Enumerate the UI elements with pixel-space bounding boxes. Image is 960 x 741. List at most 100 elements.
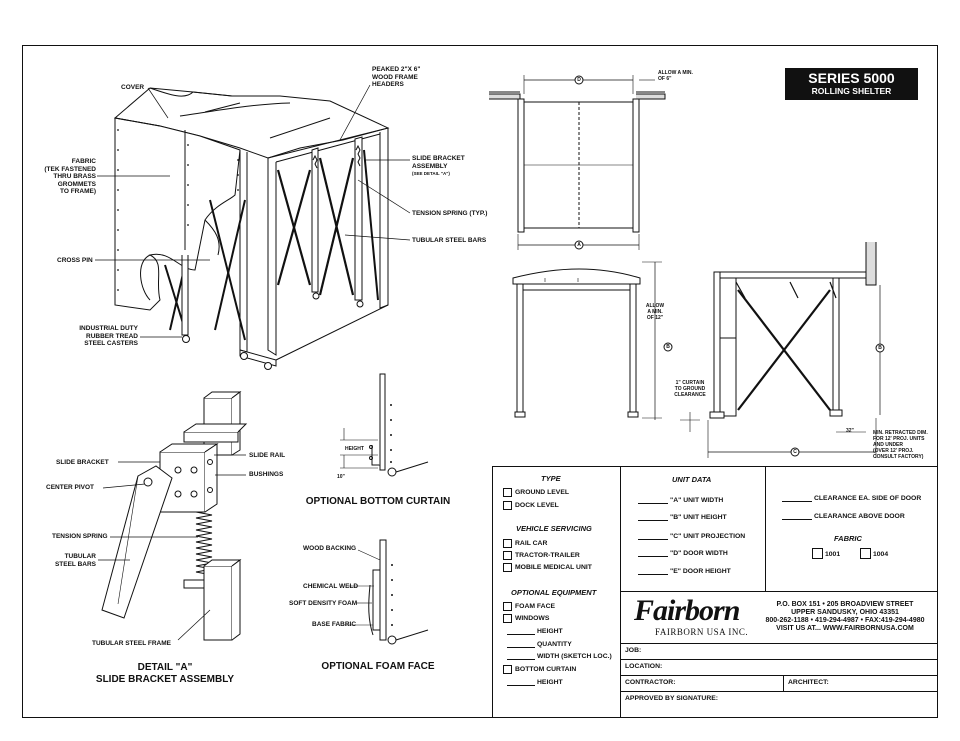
label-chemical-weld: CHEMICAL WELD xyxy=(303,583,359,590)
bottom-curtain-label: BOTTOM CURTAIN xyxy=(515,666,577,673)
label-casters: INDUSTRIAL DUTY RUBBER TREAD STEEL CASTE… xyxy=(79,325,138,347)
vehicle-heading: VEHICLE SERVICING xyxy=(516,524,592,533)
label-base-fabric: BASE FABRIC xyxy=(312,621,357,628)
label-tubular-steel-bars: TUBULAR STEEL BARS xyxy=(412,237,487,244)
form-row-line-4 xyxy=(620,691,938,692)
label-dim-32: 32" xyxy=(846,428,854,434)
clearance-side-label: CLEARANCE EA. SIDE OF DOOR xyxy=(814,495,922,502)
window-height-field[interactable] xyxy=(507,634,535,635)
unit-projection-field[interactable] xyxy=(638,539,668,540)
door-height-field[interactable] xyxy=(638,574,668,575)
caption-bottom-curtain: OPTIONAL BOTTOM CURTAIN xyxy=(305,496,451,507)
unit-data-heading: UNIT DATA xyxy=(672,475,712,484)
label-wood-backing: WOOD BACKING xyxy=(303,545,357,552)
unit-height-field[interactable] xyxy=(638,520,668,521)
front-elevation-view xyxy=(512,261,700,432)
fabric-1004-checkbox[interactable] xyxy=(860,548,871,559)
dim-a-marker: A xyxy=(577,242,581,248)
detail-a-drawing xyxy=(98,391,248,641)
door-height-label: "E" DOOR HEIGHT xyxy=(670,568,731,575)
rail-car-label: RAIL CAR xyxy=(515,540,548,547)
window-quantity-label: QUANTITY xyxy=(537,641,572,648)
label-see-detail: (SEE DETAIL "A") xyxy=(412,171,450,176)
dock-level-checkbox[interactable] xyxy=(503,501,512,510)
contractor-field-label: CONTRACTOR: xyxy=(625,679,676,686)
drawing-sheet-border xyxy=(22,45,938,718)
foam-face-drawing xyxy=(345,539,429,645)
label-dim-10: 10" xyxy=(337,474,345,480)
rail-car-checkbox[interactable] xyxy=(503,539,512,548)
equipment-heading: OPTIONAL EQUIPMENT xyxy=(511,588,597,597)
windows-label: WINDOWS xyxy=(515,615,550,622)
ground-level-label: GROUND LEVEL xyxy=(515,489,570,496)
form-row-line-3 xyxy=(620,675,938,676)
address-line-3: 800-262-1188 • 419-294-4987 • FAX:419-29… xyxy=(765,617,925,624)
form-divider-architect xyxy=(783,675,784,691)
fabric-1004-label: 1004 xyxy=(873,551,889,558)
door-width-label: "D" DOOR WIDTH xyxy=(670,550,728,557)
job-field-label: JOB: xyxy=(625,647,642,654)
series-title-box: SERIES 5000 ROLLING SHELTER xyxy=(785,68,918,100)
bottom-curtain-drawing xyxy=(340,373,429,477)
address-line-4: VISIT US AT... WWW.FAIRBORNUSA.COM xyxy=(776,625,914,632)
window-quantity-field[interactable] xyxy=(507,647,535,648)
mobile-medical-checkbox[interactable] xyxy=(503,563,512,572)
window-width-field[interactable] xyxy=(507,659,535,660)
form-divider-1 xyxy=(620,466,621,718)
window-height-label: HEIGHT xyxy=(537,628,563,635)
label-curtain-height: HEIGHT xyxy=(345,446,364,452)
bottom-curtain-checkbox[interactable] xyxy=(503,665,512,674)
form-divider-2 xyxy=(765,466,766,591)
caption-detail-a: DETAIL "A" SLIDE BRACKET ASSEMBLY xyxy=(95,662,235,685)
label-tension-spring: TENSION SPRING xyxy=(52,533,108,540)
architect-field-label: ARCHITECT: xyxy=(788,679,829,686)
label-slide-rail: SLIDE RAIL xyxy=(249,452,286,459)
label-tension-spring-typ: TENSION SPRING (TYP.) xyxy=(412,210,488,217)
windows-checkbox[interactable] xyxy=(503,614,512,623)
label-slide-bracket-assembly: SLIDE BRACKET ASSEMBLY xyxy=(412,155,465,170)
dim-b-marker-front: B xyxy=(666,344,670,350)
dim-d-marker: D xyxy=(577,77,581,83)
label-bushings: BUSHINGS xyxy=(249,471,284,478)
clearance-above-label: CLEARANCE ABOVE DOOR xyxy=(814,513,905,520)
label-tubular-bars: TUBULAR STEEL BARS xyxy=(54,553,96,568)
ground-level-checkbox[interactable] xyxy=(503,488,512,497)
unit-height-label: "B" UNIT HEIGHT xyxy=(670,514,727,521)
caption-foam-face: OPTIONAL FOAM FACE xyxy=(321,661,435,672)
window-width-label: WIDTH (SKETCH LOC.) xyxy=(537,653,612,660)
unit-projection-label: "C" UNIT PROJECTION xyxy=(670,533,746,540)
curtain-height-field[interactable] xyxy=(507,685,535,686)
dim-b-marker-side: B xyxy=(878,345,882,351)
tractor-trailer-checkbox[interactable] xyxy=(503,551,512,560)
label-allow-6: ALLOW A MIN. OF 6" xyxy=(658,70,693,82)
shelter-isometric-view xyxy=(95,84,411,370)
clearance-side-field[interactable] xyxy=(782,501,812,502)
mobile-medical-label: MOBILE MEDICAL UNIT xyxy=(515,564,592,571)
foam-face-label: FOAM FACE xyxy=(515,603,556,610)
label-tubular-frame: TUBULAR STEEL FRAME xyxy=(92,640,171,647)
approved-field-label: APPROVED BY SIGNATURE: xyxy=(625,695,719,702)
label-soft-foam: SOFT DENSITY FOAM xyxy=(289,600,358,607)
curtain-height-label: HEIGHT xyxy=(537,679,563,686)
address-line-1: P.O. BOX 151 • 205 BROADVIEW STREET xyxy=(776,601,914,608)
label-allow-12: ALLOW A MIN. OF 12" xyxy=(645,303,665,321)
company-name: FAIRBORN USA INC. xyxy=(655,627,749,637)
door-width-field[interactable] xyxy=(638,556,668,557)
unit-width-label: "A" UNIT WIDTH xyxy=(670,497,724,504)
label-center-pivot: CENTER PIVOT xyxy=(46,484,95,491)
side-elevation-view xyxy=(707,242,885,458)
fabric-1001-checkbox[interactable] xyxy=(812,548,823,559)
form-divider-3 xyxy=(620,591,938,592)
fairborn-logo: Fairborn xyxy=(634,594,740,627)
fabric-heading: FABRIC xyxy=(834,534,862,543)
unit-width-field[interactable] xyxy=(638,503,668,504)
series-subtitle: ROLLING SHELTER xyxy=(811,86,892,96)
foam-face-checkbox[interactable] xyxy=(503,602,512,611)
series-title: SERIES 5000 xyxy=(808,70,895,86)
clearance-above-field[interactable] xyxy=(782,519,812,520)
plan-view xyxy=(489,75,666,250)
label-cross-pin: CROSS PIN xyxy=(57,257,93,264)
label-headers: PEAKED 2"X 6" WOOD FRAME HEADERS xyxy=(372,66,421,88)
location-field-label: LOCATION: xyxy=(625,663,663,670)
